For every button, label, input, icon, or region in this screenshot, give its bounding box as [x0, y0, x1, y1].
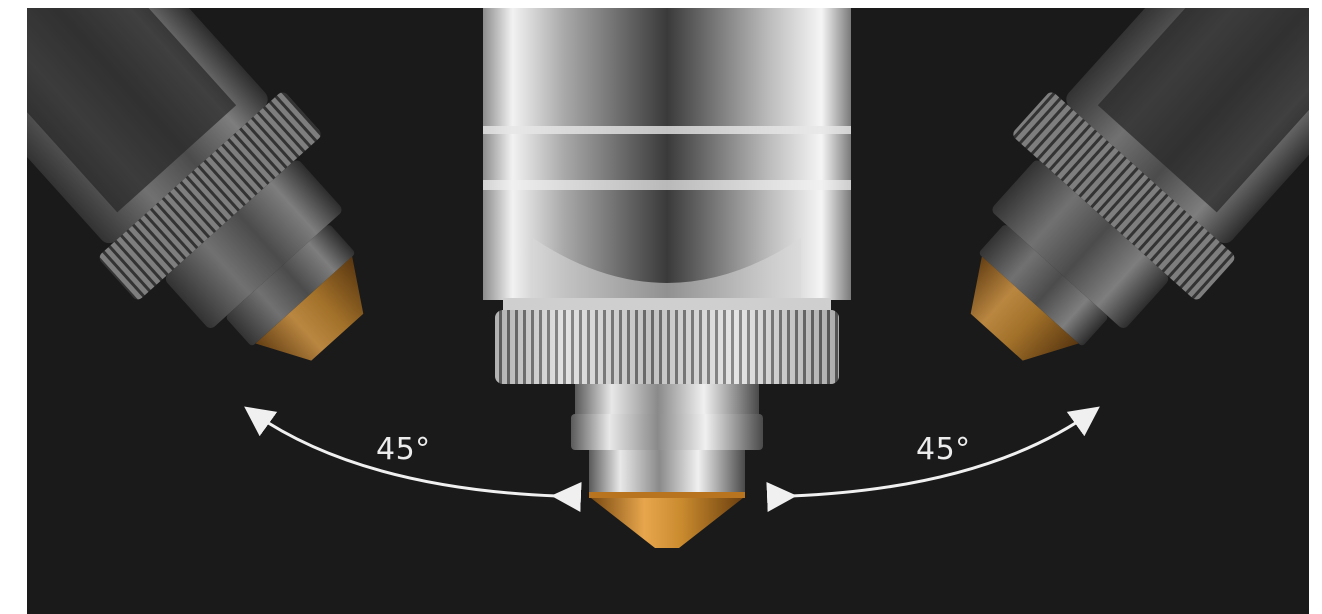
left-angle-arrow	[244, 406, 582, 512]
nozzle-scene	[27, 8, 1309, 548]
right-tilted-nozzle	[970, 8, 1309, 361]
center-nozzle	[483, 8, 851, 548]
left-tilted-nozzle	[27, 8, 364, 361]
product-illustration: 45° 45°	[27, 8, 1309, 614]
right-angle-label: 45°	[916, 432, 971, 467]
left-angle-label: 45°	[376, 432, 431, 467]
right-angle-arrow	[766, 406, 1100, 512]
